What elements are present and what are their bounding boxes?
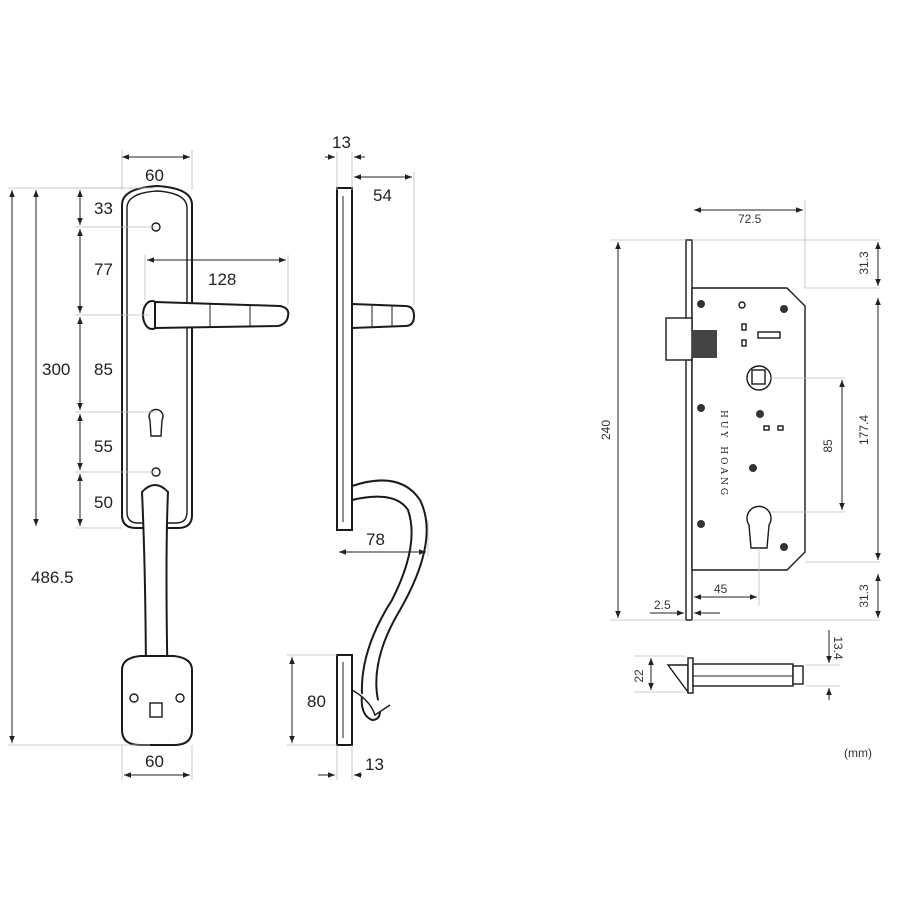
latch-view: 22 13.4 [632,630,845,700]
side-lever [351,302,416,330]
dim-plate-thickness: 13 [332,133,351,152]
dim-width-top: 60 [145,166,164,185]
brand-logo: HUY HOANG [718,410,728,498]
lock-body-view: HUY HOANG 72.5 31.3 177.4 85 31.3 240 45… [599,200,881,621]
dim-faceplate-height: 240 [599,420,613,440]
bottom-rosette [121,655,193,746]
lock-case [691,287,806,571]
dim-latch-throw: 13.4 [831,636,845,660]
dim-keyhole-to-hole: 55 [94,437,113,456]
dim-top-offset: 31.3 [857,251,871,275]
keyhole [148,408,164,437]
dim-lever-projection: 54 [373,186,392,205]
side-plate [336,187,353,531]
dim-top-hole: 33 [94,199,113,218]
latch-bolt [665,317,693,361]
dim-backset-width: 72.5 [738,212,762,226]
cylinder-hole [746,505,772,549]
dim-rosette-thickness: 13 [365,755,384,774]
dim-hole-to-bottom: 50 [94,493,113,512]
unit-label: (mm) [844,746,872,760]
dim-rosette-height: 80 [307,692,326,711]
dim-plate-height: 300 [42,360,70,379]
side-view: 13 54 78 80 13 [287,133,429,780]
dim-latch-width: 22 [632,669,646,683]
dim-backset: 45 [714,582,728,596]
dim-lever-length: 128 [208,270,236,289]
faceplate [685,239,693,621]
lever-handle [142,300,290,330]
dim-hole-to-lever: 77 [94,260,113,279]
side-rosette [336,654,353,746]
dim-faceplate-thickness: 2.5 [654,598,671,612]
dim-center-distance: 85 [821,439,835,453]
dim-body-height: 177.4 [857,415,871,445]
dim-width-bottom: 60 [145,752,164,771]
front-view: 60 33 77 85 55 50 300 486.5 128 60 [8,150,290,780]
dim-total-height: 486.5 [31,568,74,587]
dim-grip-projection: 78 [366,530,385,549]
side-grip [351,479,428,722]
dim-lever-to-keyhole: 85 [94,360,113,379]
dim-bottom-offset: 31.3 [857,584,871,608]
